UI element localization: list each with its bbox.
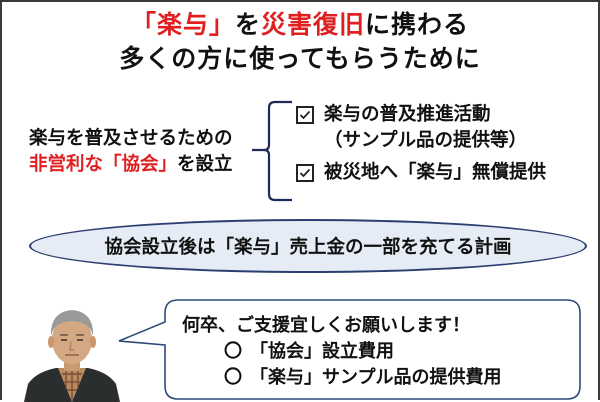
circle-bullet-icon: 〇 xyxy=(224,341,242,362)
support-item-label: 「協会」設立費用 xyxy=(250,341,394,362)
support-item: 〇「楽与」サンプル品の提供費用 xyxy=(182,365,501,391)
association-line-2: 非営利な「協会」を設立 xyxy=(29,152,233,178)
checklist-item-label: 被災地へ「楽与」無償提供 xyxy=(324,162,547,183)
slide-title: 「楽与」を災害復旧に携わる 多くの方に使ってもらうために xyxy=(2,8,598,76)
association-statement: 楽与を普及させるための 非営利な「協会」を設立 xyxy=(29,126,233,178)
title-disaster-recovery: 災害復旧 xyxy=(261,10,366,39)
funding-plan-text: 協会設立後は「楽与」売上金の一部を充てる計画 xyxy=(104,237,512,258)
nonprofit-association: 非営利な「協会」 xyxy=(29,154,178,175)
checklist-item-sublabel: （サンプル品の提供等） xyxy=(324,130,527,151)
association-establish-text: を設立 xyxy=(177,154,233,175)
checkbox-checked-icon xyxy=(296,164,314,182)
speech-bubble xyxy=(118,299,581,400)
title-line-2: 多くの方に使ってもらうために xyxy=(119,44,481,73)
circle-bullet-icon: 〇 xyxy=(224,367,242,388)
title-product-name: 「楽与」 xyxy=(130,10,235,39)
brace-icon xyxy=(252,100,292,202)
association-line-1: 楽与を普及させるための xyxy=(29,128,233,149)
checkbox-checked-icon xyxy=(296,106,314,124)
support-request: 何卒、ご支援宜しくお願いします！ xyxy=(182,315,470,336)
checklist-item-label: 楽与の普及推進活動 xyxy=(324,104,491,125)
speech-bubble-text: 何卒、ご支援宜しくお願いします！ 〇「協会」設立費用 〇「楽与」サンプル品の提供… xyxy=(182,313,501,391)
presenter-photo xyxy=(22,302,122,402)
support-item: 〇「協会」設立費用 xyxy=(182,339,501,365)
title-line-1: 「楽与」を災害復旧に携わる xyxy=(2,8,598,42)
title-text: を xyxy=(234,10,261,39)
activity-checklist: 楽与の普及推進活動 （サンプル品の提供等） 被災地へ「楽与」無償提供 xyxy=(296,102,546,186)
checklist-item: 被災地へ「楽与」無償提供 xyxy=(296,160,546,186)
support-item-label: 「楽与」サンプル品の提供費用 xyxy=(250,367,502,388)
checklist-item: 楽与の普及推進活動 （サンプル品の提供等） xyxy=(296,102,546,154)
checklist-item-text: 楽与の普及推進活動 （サンプル品の提供等） xyxy=(324,102,527,154)
person-portrait-icon xyxy=(22,302,122,402)
title-text: に携わる xyxy=(365,10,470,39)
funding-plan-ellipse: 協会設立後は「楽与」売上金の一部を充てる計画 xyxy=(29,219,587,273)
